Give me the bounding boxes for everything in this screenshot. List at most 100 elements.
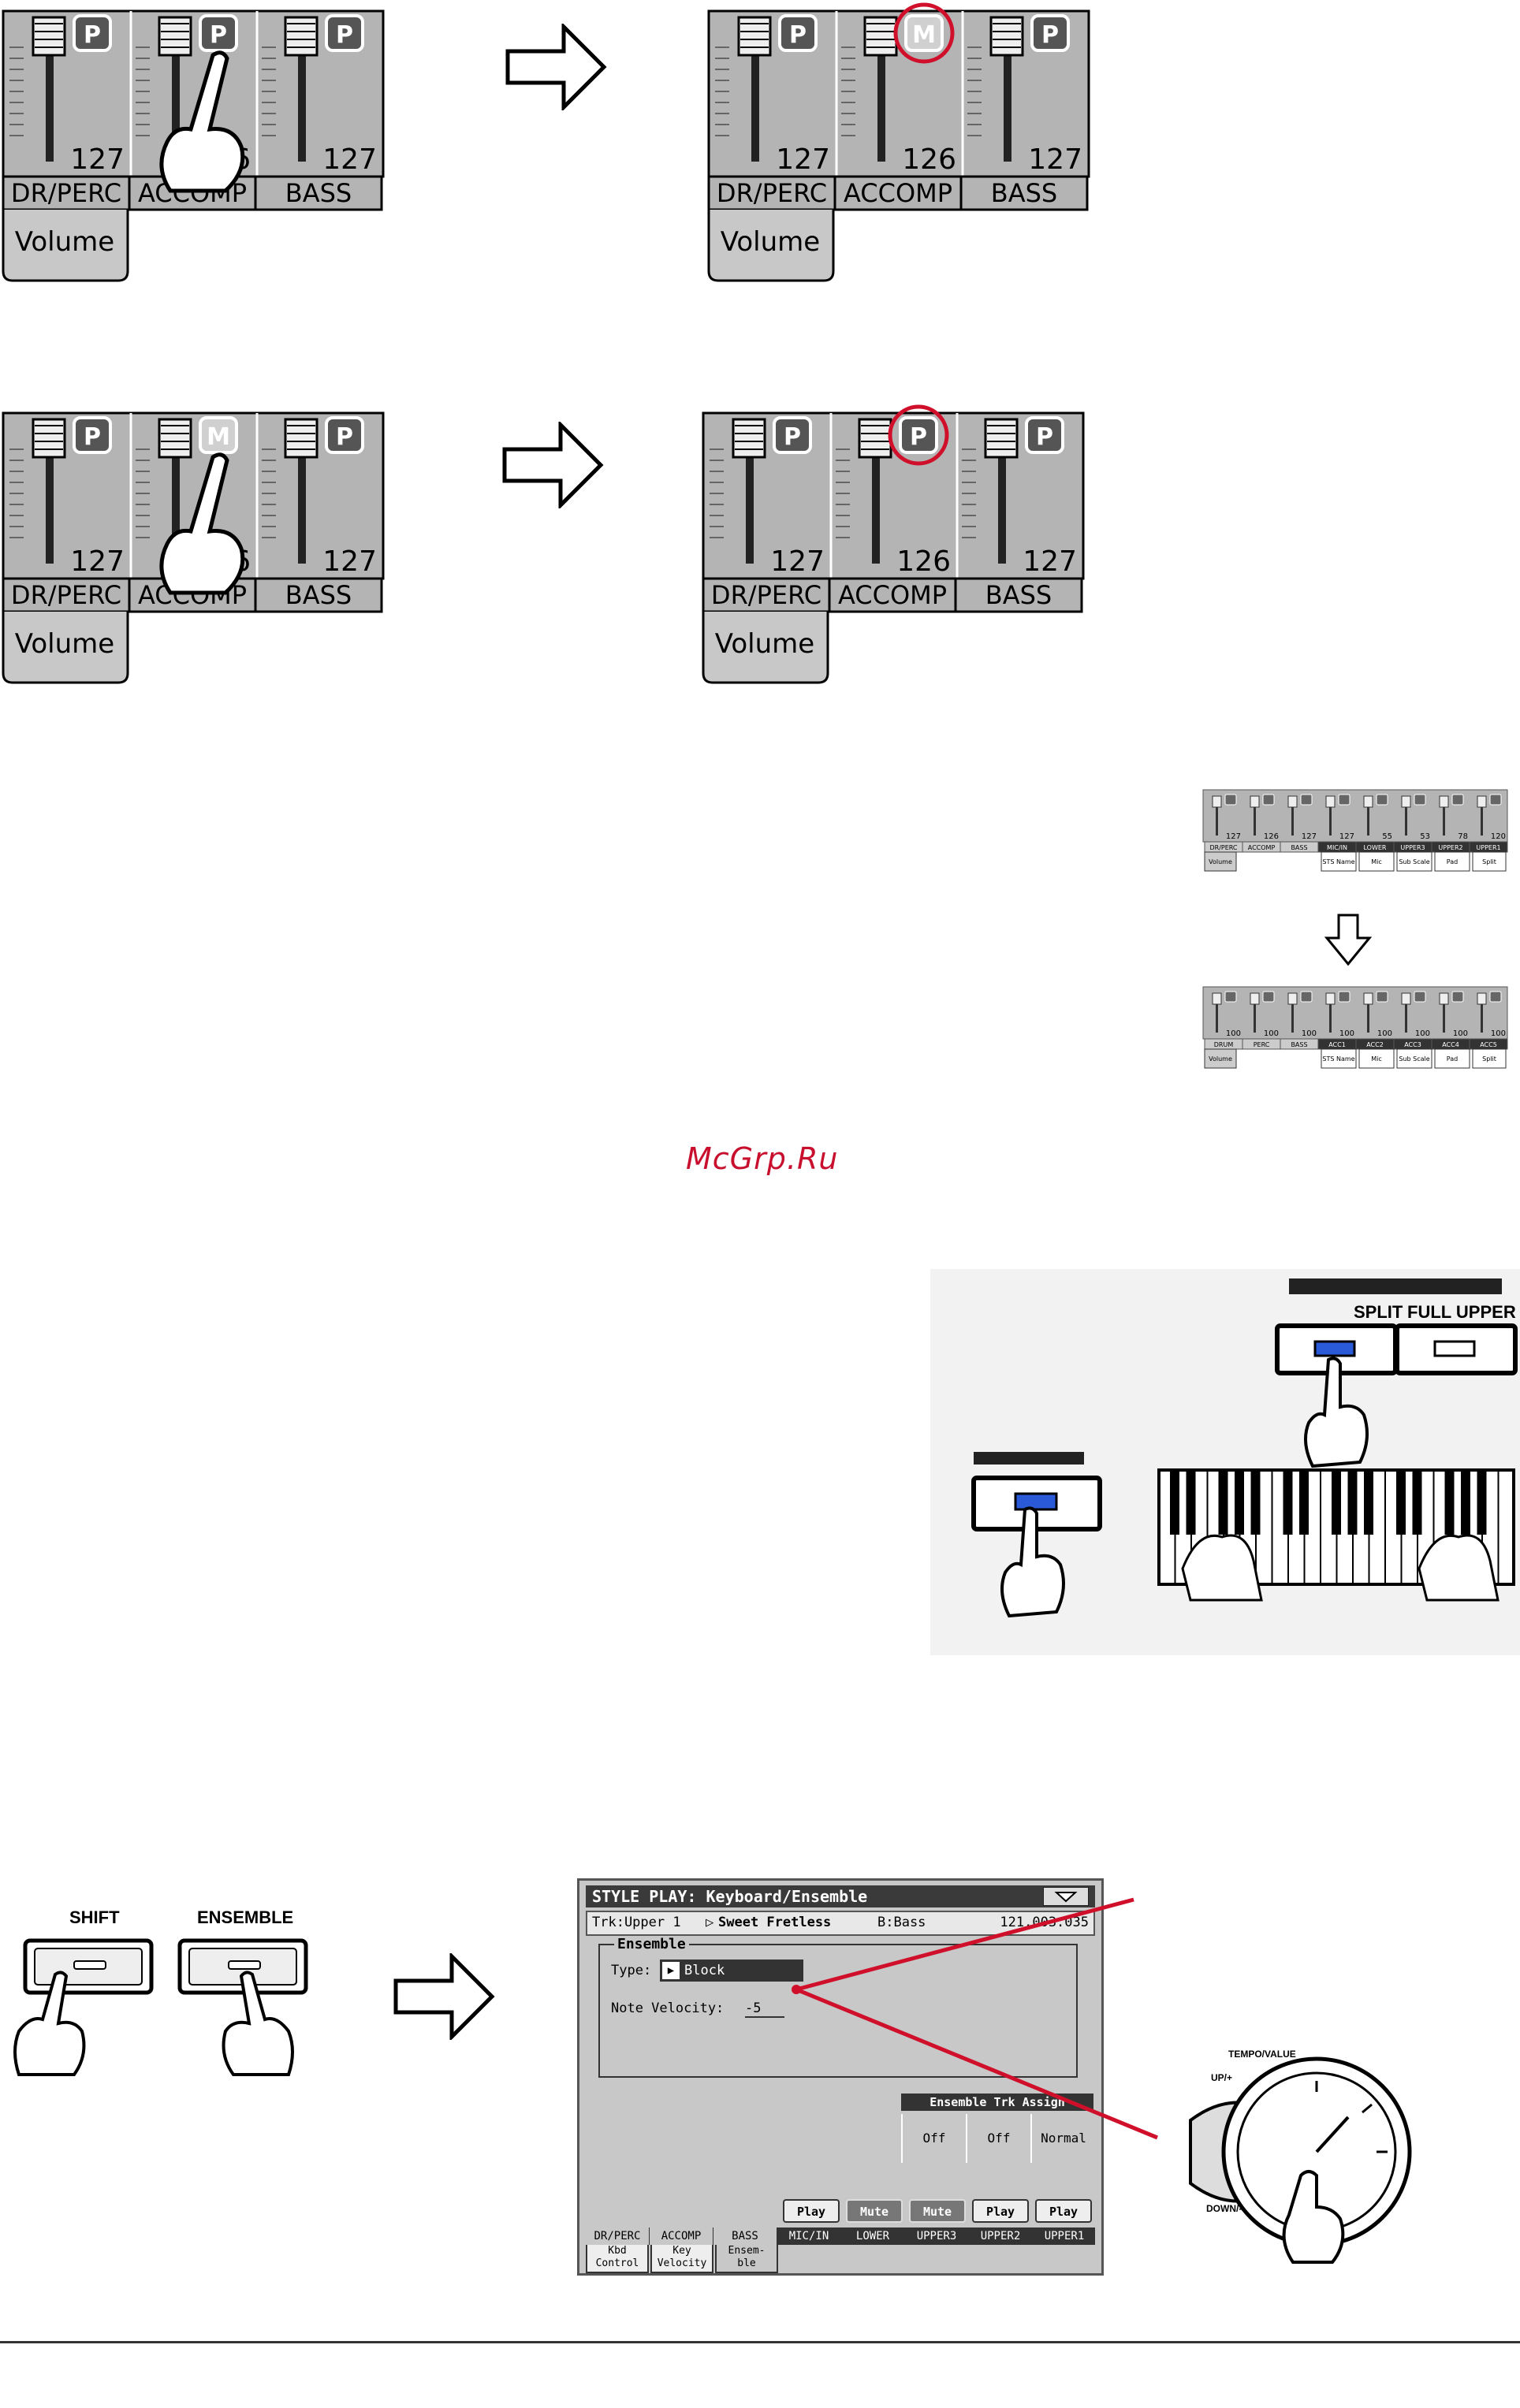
lcd-title: STYLE PLAY: Keyboard/Ensemble <box>592 1887 868 1906</box>
small-tab[interactable]: STS Name <box>1322 1055 1354 1063</box>
track-play-button[interactable]: Play <box>783 2199 840 2223</box>
small-tab[interactable]: Mic <box>1371 1055 1382 1063</box>
track-status-badge[interactable]: P <box>336 423 353 451</box>
small-tab[interactable]: Pad <box>1447 1055 1458 1063</box>
track-status-badge[interactable]: P <box>336 21 353 49</box>
track-mute-button[interactable]: Mute <box>846 2199 903 2223</box>
small-volume-value: 120 <box>1491 832 1506 841</box>
small-volume-value: 126 <box>1264 832 1279 841</box>
small-volume-value: 53 <box>1420 832 1430 841</box>
small-volume-value: 100 <box>1302 1029 1317 1038</box>
track-name: ACCOMP <box>838 580 947 610</box>
lcd-track-name: UPPER3 <box>916 2230 957 2242</box>
bank-label: B:Bass <box>877 1915 926 1930</box>
small-track-name: DR/PERC <box>1209 844 1237 851</box>
small-volume-value: 127 <box>1302 832 1317 841</box>
lcd-track-name: BASS <box>713 2227 777 2245</box>
lcd-track-name: UPPER1 <box>1044 2230 1085 2242</box>
small-tab[interactable]: Sub Scale <box>1399 1055 1429 1063</box>
volume-value: 127 <box>1028 143 1082 176</box>
play-triangle-icon: ▷ <box>706 1915 714 1930</box>
track-status-badge[interactable]: P <box>910 423 927 451</box>
track-name: BASS <box>985 580 1052 610</box>
small-tab[interactable]: Volume <box>1209 858 1232 865</box>
volume-tab[interactable]: Volume <box>15 628 114 660</box>
small-track-name: DRUM <box>1214 1041 1234 1048</box>
small-track-name: UPPER2 <box>1438 844 1462 851</box>
lcd-track-name: MIC/IN <box>788 2230 829 2242</box>
velocity-label: Note Velocity: <box>611 2000 725 2016</box>
keyboard-mode-illustration: SPLIT FULL UPPER <box>930 1269 1520 1655</box>
track-status-badge[interactable]: M <box>912 21 936 49</box>
track-status-badge[interactable]: P <box>1036 423 1053 451</box>
lcd-tab[interactable]: Ensem- ble <box>715 2245 778 2273</box>
up-label: UP/+ <box>1211 2072 1232 2083</box>
volume-value: 127 <box>70 143 125 176</box>
small-tab[interactable]: Volume <box>1209 1055 1232 1063</box>
sound-name[interactable]: Sweet Fretless <box>718 1915 832 1930</box>
small-tab[interactable]: Split <box>1482 1055 1496 1063</box>
small-tab[interactable]: Mic <box>1371 858 1382 865</box>
type-value: Block <box>684 1963 725 1978</box>
right-arrow-icon <box>505 24 607 110</box>
small-track-name: UPPER3 <box>1400 844 1425 851</box>
small-volume-value: 100 <box>1491 1029 1506 1038</box>
small-volume-value: 100 <box>1264 1029 1279 1038</box>
track-name: DR/PERC <box>717 178 827 208</box>
page-footer-rule <box>0 2341 1520 2343</box>
assign-value[interactable]: Normal <box>1030 2114 1095 2163</box>
full-upper-label: FULL UPPER <box>1407 1302 1516 1322</box>
track-status-badge[interactable]: P <box>210 21 227 49</box>
track-name: BASS <box>991 178 1057 208</box>
small-tab[interactable]: Split <box>1482 858 1496 865</box>
down-arrow-icon <box>1324 914 1372 966</box>
track-play-button[interactable]: Play <box>1035 2199 1092 2223</box>
type-dropdown[interactable]: ▶Block <box>660 1960 803 1982</box>
track-play-button[interactable]: Play <box>972 2199 1029 2223</box>
track-name: ACCOMP <box>844 178 952 208</box>
track-name: DR/PERC <box>11 580 121 610</box>
volume-tab[interactable]: Volume <box>721 226 820 258</box>
assign-value[interactable]: Off <box>966 2114 1030 2163</box>
ensemble-section: Ensemble Type: ▶Block Note Velocity: -5 <box>598 1936 1078 2078</box>
volume-tab[interactable]: Volume <box>15 226 114 258</box>
small-track-name: PERC <box>1254 1041 1270 1048</box>
track-status-badge[interactable]: P <box>84 423 101 451</box>
small-track-name: ACC2 <box>1366 1041 1384 1048</box>
type-label: Type: <box>611 1963 652 1978</box>
lcd-tab[interactable]: Key Velocity <box>650 2245 713 2273</box>
track-status-badge[interactable]: P <box>784 423 801 451</box>
page-menu-icon[interactable] <box>1043 1887 1089 1906</box>
assign-value[interactable]: Off <box>901 2114 966 2163</box>
volume-tab[interactable]: Volume <box>715 628 814 660</box>
track-status-badge[interactable]: P <box>1041 21 1059 49</box>
small-tab[interactable]: Sub Scale <box>1399 858 1429 865</box>
small-track-name: ACC4 <box>1442 1041 1459 1048</box>
down-label: DOWN/- <box>1206 2203 1242 2214</box>
track-mute-button[interactable]: Mute <box>909 2199 966 2223</box>
ensemble-label: ENSEMBLE <box>197 1907 293 1927</box>
track-name: BASS <box>285 178 352 208</box>
tempo-value-dial[interactable]: TEMPO/VALUE UP/+ DOWN/- <box>1183 2034 1419 2270</box>
small-track-name: ACC5 <box>1480 1041 1497 1048</box>
shift-ensemble-illustration: SHIFT ENSEMBLE <box>0 1900 331 2097</box>
lcd-tab[interactable]: Kbd Control <box>586 2245 649 2273</box>
small-track-name: ACCOMP <box>1248 844 1276 851</box>
track-status-badge[interactable]: P <box>789 21 807 49</box>
track-status-badge[interactable]: M <box>207 423 230 451</box>
track-label: Trk:Upper 1 <box>592 1915 681 1930</box>
ensemble-trk-assign-header: Ensemble Trk Assign <box>901 2094 1093 2111</box>
velocity-value[interactable]: -5 <box>745 2000 784 2018</box>
small-tab[interactable]: STS Name <box>1322 858 1354 865</box>
lcd-track-name: UPPER2 <box>980 2230 1021 2242</box>
small-tab[interactable]: Pad <box>1447 858 1458 865</box>
track-status-badge[interactable]: P <box>84 21 101 49</box>
